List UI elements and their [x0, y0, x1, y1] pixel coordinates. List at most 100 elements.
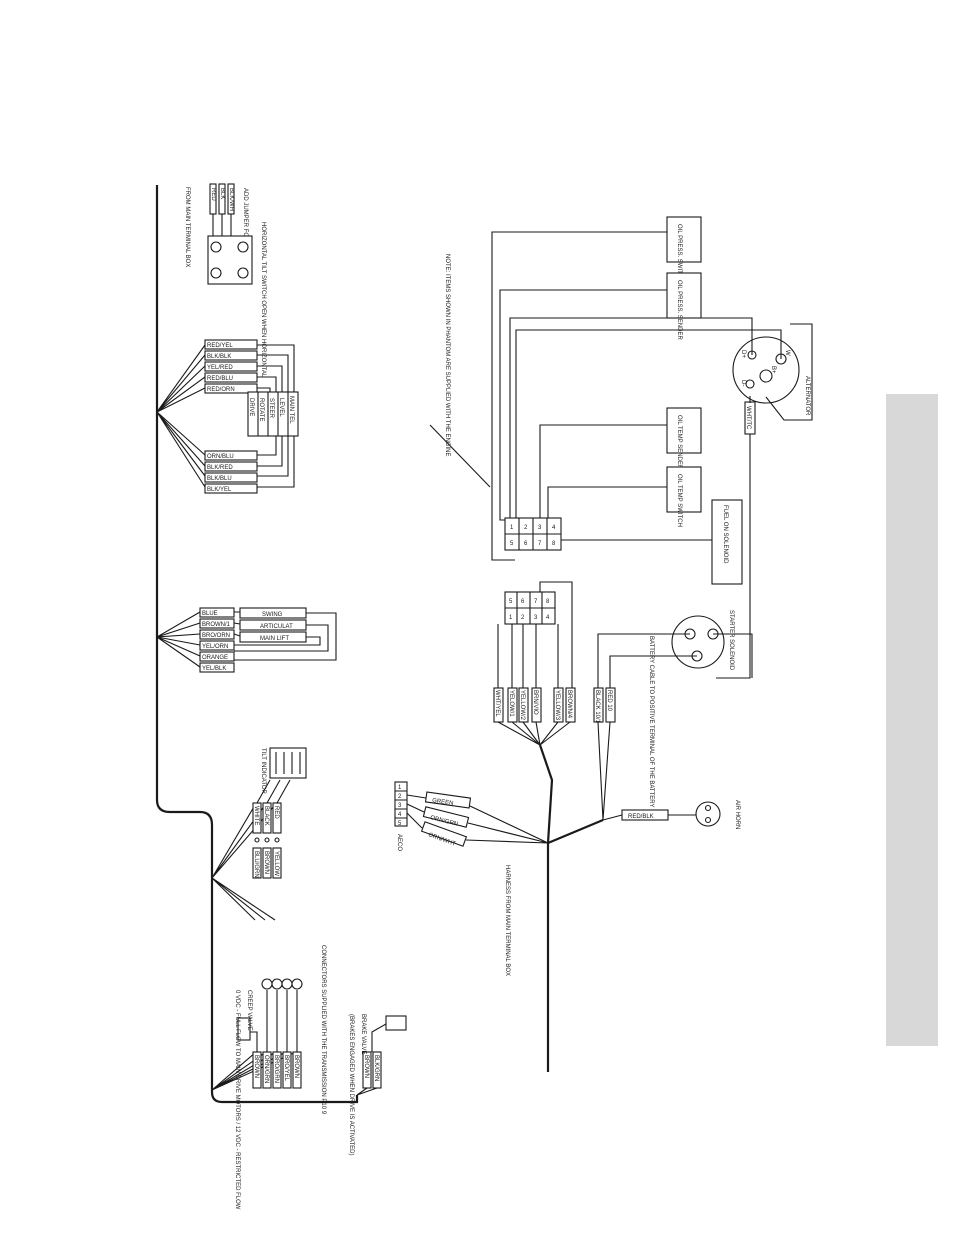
aeco-pin-5: 5 — [398, 821, 402, 827]
brake-valve-note: (BRAKES ENGAGED WHEN DRIVE IS ACTIVATED) — [348, 1014, 354, 1155]
harness-pin-3: 3 — [534, 615, 538, 621]
func-level: LEVEL — [278, 398, 284, 417]
starter-solenoid — [671, 615, 725, 669]
lower-wire-1: BROWN — [253, 1055, 259, 1078]
upper-right-wire-3: BLK/BLU — [207, 476, 232, 482]
lower-wire-5: BROWN — [293, 1055, 299, 1078]
air-horn — [695, 801, 721, 827]
air-horn-wire-label: RED/BLK — [628, 814, 654, 820]
tilt-indicator-group: RED BLACK WHITE YELLOW BROWN BLU/GRN TIL… — [211, 747, 307, 921]
tilt-wire-3: BLK/WH — [228, 188, 234, 211]
tilt-ind-wire-5: BROWN — [263, 851, 269, 874]
fuel-solenoid-label: FUEL ON SOLENOID — [722, 505, 728, 564]
lower-wire-4: BRO/YEL — [283, 1055, 289, 1082]
alt-terminal-1: D+ — [740, 350, 746, 358]
engine-harness-trunk — [538, 744, 604, 1072]
eng-pin-8: 8 — [552, 541, 556, 547]
harness-wire-3: YELLOW/2 — [519, 690, 525, 721]
lower-wire-3: BRO/GRN — [273, 1055, 279, 1083]
middle-control-group: BLUE BROWN/1 BRO/ORN YEL/ORN ORANGE YEL/… — [156, 607, 337, 673]
eng-pin-2: 2 — [524, 525, 528, 531]
lower-valve-group: BROWN ORN/GRN BRO/GRN BRO/YEL BROWN CONN… — [211, 945, 407, 1210]
harness-pin-4: 4 — [546, 615, 550, 621]
oil-temp-sender-label: OIL TEMP SENDER — [676, 415, 682, 470]
upper-left-wire-5: RED/ORN — [207, 387, 235, 393]
tilt-ind-wire-3: WHITE — [253, 806, 259, 825]
upper-left-wire-3: YEL/RED — [207, 365, 233, 371]
tilt-ind-wire-4: YELLOW — [273, 851, 279, 876]
fuel-on-solenoid — [711, 499, 743, 585]
harness-wire-2: YELOW/1 — [508, 690, 514, 717]
alt-terminal-2: W — [784, 350, 790, 356]
upper-switch-bank — [247, 391, 299, 437]
middle-wire-3: BRO/ORN — [202, 633, 230, 639]
creep-valve-note: 0 VDC - FULL FLOW TO MAIN DRIVE MOTORS /… — [234, 990, 240, 1210]
side-tab — [886, 394, 938, 1046]
upper-right-wire-1: ORN/BLU — [207, 454, 234, 460]
harness-wire-5: YELLOW/3 — [554, 690, 560, 721]
aeco-pin-3: 3 — [398, 803, 402, 809]
connector-note: CONNECTORS SUPPLIED WITH THE TRANSMISSIO… — [320, 945, 326, 1115]
eng-pin-7: 7 — [538, 541, 542, 547]
tilt-wire-1: RED — [210, 188, 216, 201]
harness-wire-1: WHT/YEL — [494, 690, 500, 717]
tilt-indicator-title: TILT INDICATOR — [260, 748, 266, 795]
middle-wire-5: ORANGE — [202, 655, 228, 661]
eng-pin-4: 4 — [552, 525, 556, 531]
battery-note: BATTERY CABLE TO POSITIVE TERMINAL OF TH… — [648, 636, 654, 808]
upper-left-wire-2: BLK/BLK — [207, 354, 231, 360]
tilt-wire-2: BLK — [219, 188, 225, 199]
oil-press-switch-label: OIL PRESS. SWITCH — [676, 224, 682, 282]
aeco-pin-1: 1 — [398, 785, 402, 791]
aeco-label: AECO — [396, 834, 402, 851]
tilt-ind-wire-1: RED — [273, 806, 279, 819]
oil-press-sender-label: OIL PRESS. SENDER — [676, 280, 682, 340]
harness-pin-5: 5 — [509, 599, 513, 605]
horizontal-tilt-group: RED BLK BLK/WH ADD JUMPER FOR AUTO HR HO… — [207, 183, 266, 378]
aeco-pin-2: 2 — [398, 794, 402, 800]
middle-wire-6: YEL/BLK — [202, 666, 226, 672]
func-drive: DRIVE — [248, 398, 254, 416]
starter-wire-2: BLACK 10/1 — [594, 690, 600, 724]
main-harness-trunk — [155, 185, 359, 1104]
wht-tc-label: WHT/TC — [745, 406, 751, 430]
creep-valve — [237, 1017, 251, 1041]
horizontal-tilt-switch — [207, 235, 253, 285]
alt-terminal-4: D- — [740, 380, 746, 386]
tilt-ind-wire-2: BLACK — [263, 806, 269, 826]
brake-wire-1: BLK/GRN — [373, 1055, 379, 1081]
harness-pin-2: 2 — [521, 615, 525, 621]
lower-wire-2: ORN/GRN — [263, 1055, 269, 1083]
starter-wire-1: RED 10 — [606, 690, 612, 712]
func-steer: STEER — [268, 398, 274, 419]
oil-temp-switch — [666, 466, 702, 513]
oil-temp-switch-label: OIL TEMP SWITCH — [676, 474, 682, 527]
upper-left-wire-4: RED/BLU — [207, 376, 233, 382]
eng-pin-1: 1 — [510, 525, 514, 531]
oil-press-switch — [666, 216, 702, 263]
brake-valve-label: BRAKE VALVE — [360, 1014, 366, 1054]
brake-valve — [385, 1015, 407, 1031]
harness-pin-1: 1 — [509, 615, 513, 621]
oil-temp-sender — [666, 407, 702, 454]
upper-control-group: RED/YEL BLK/BLK YEL/RED RED/BLU RED/ORN … — [156, 339, 299, 494]
note-leader — [429, 424, 491, 488]
oil-press-sender — [666, 272, 702, 319]
harness-wire-4: BRN/VIO — [532, 690, 538, 715]
tilt-indicator — [269, 747, 307, 779]
aeco-wire-1: GREEN — [432, 798, 454, 807]
tilt-ind-wire-6: BLU/GRN — [253, 851, 259, 878]
harness-wire-6: BROWN/4 — [566, 690, 572, 719]
func-main-lift: MAIN LIFT — [260, 636, 289, 642]
horizontal-tilt-title: HORIZONTAL TILT SWITCH OPEN WHEN HORIZON… — [260, 222, 266, 378]
alternator-label: ALTERNATOR — [804, 376, 810, 416]
func-articulat: ARTICULAT — [260, 624, 293, 630]
aeco-pin-4: 4 — [398, 812, 402, 818]
eng-pin-5: 5 — [510, 541, 514, 547]
harness-pin-6: 6 — [521, 599, 525, 605]
engine-harness-label: HARNESS FROM MAIN TERMINAL BOX — [504, 865, 510, 976]
middle-wire-1: BLUE — [202, 611, 218, 617]
brake-wire-2: BROWN — [363, 1055, 369, 1078]
air-horn-label: AIR HORN — [734, 800, 740, 829]
